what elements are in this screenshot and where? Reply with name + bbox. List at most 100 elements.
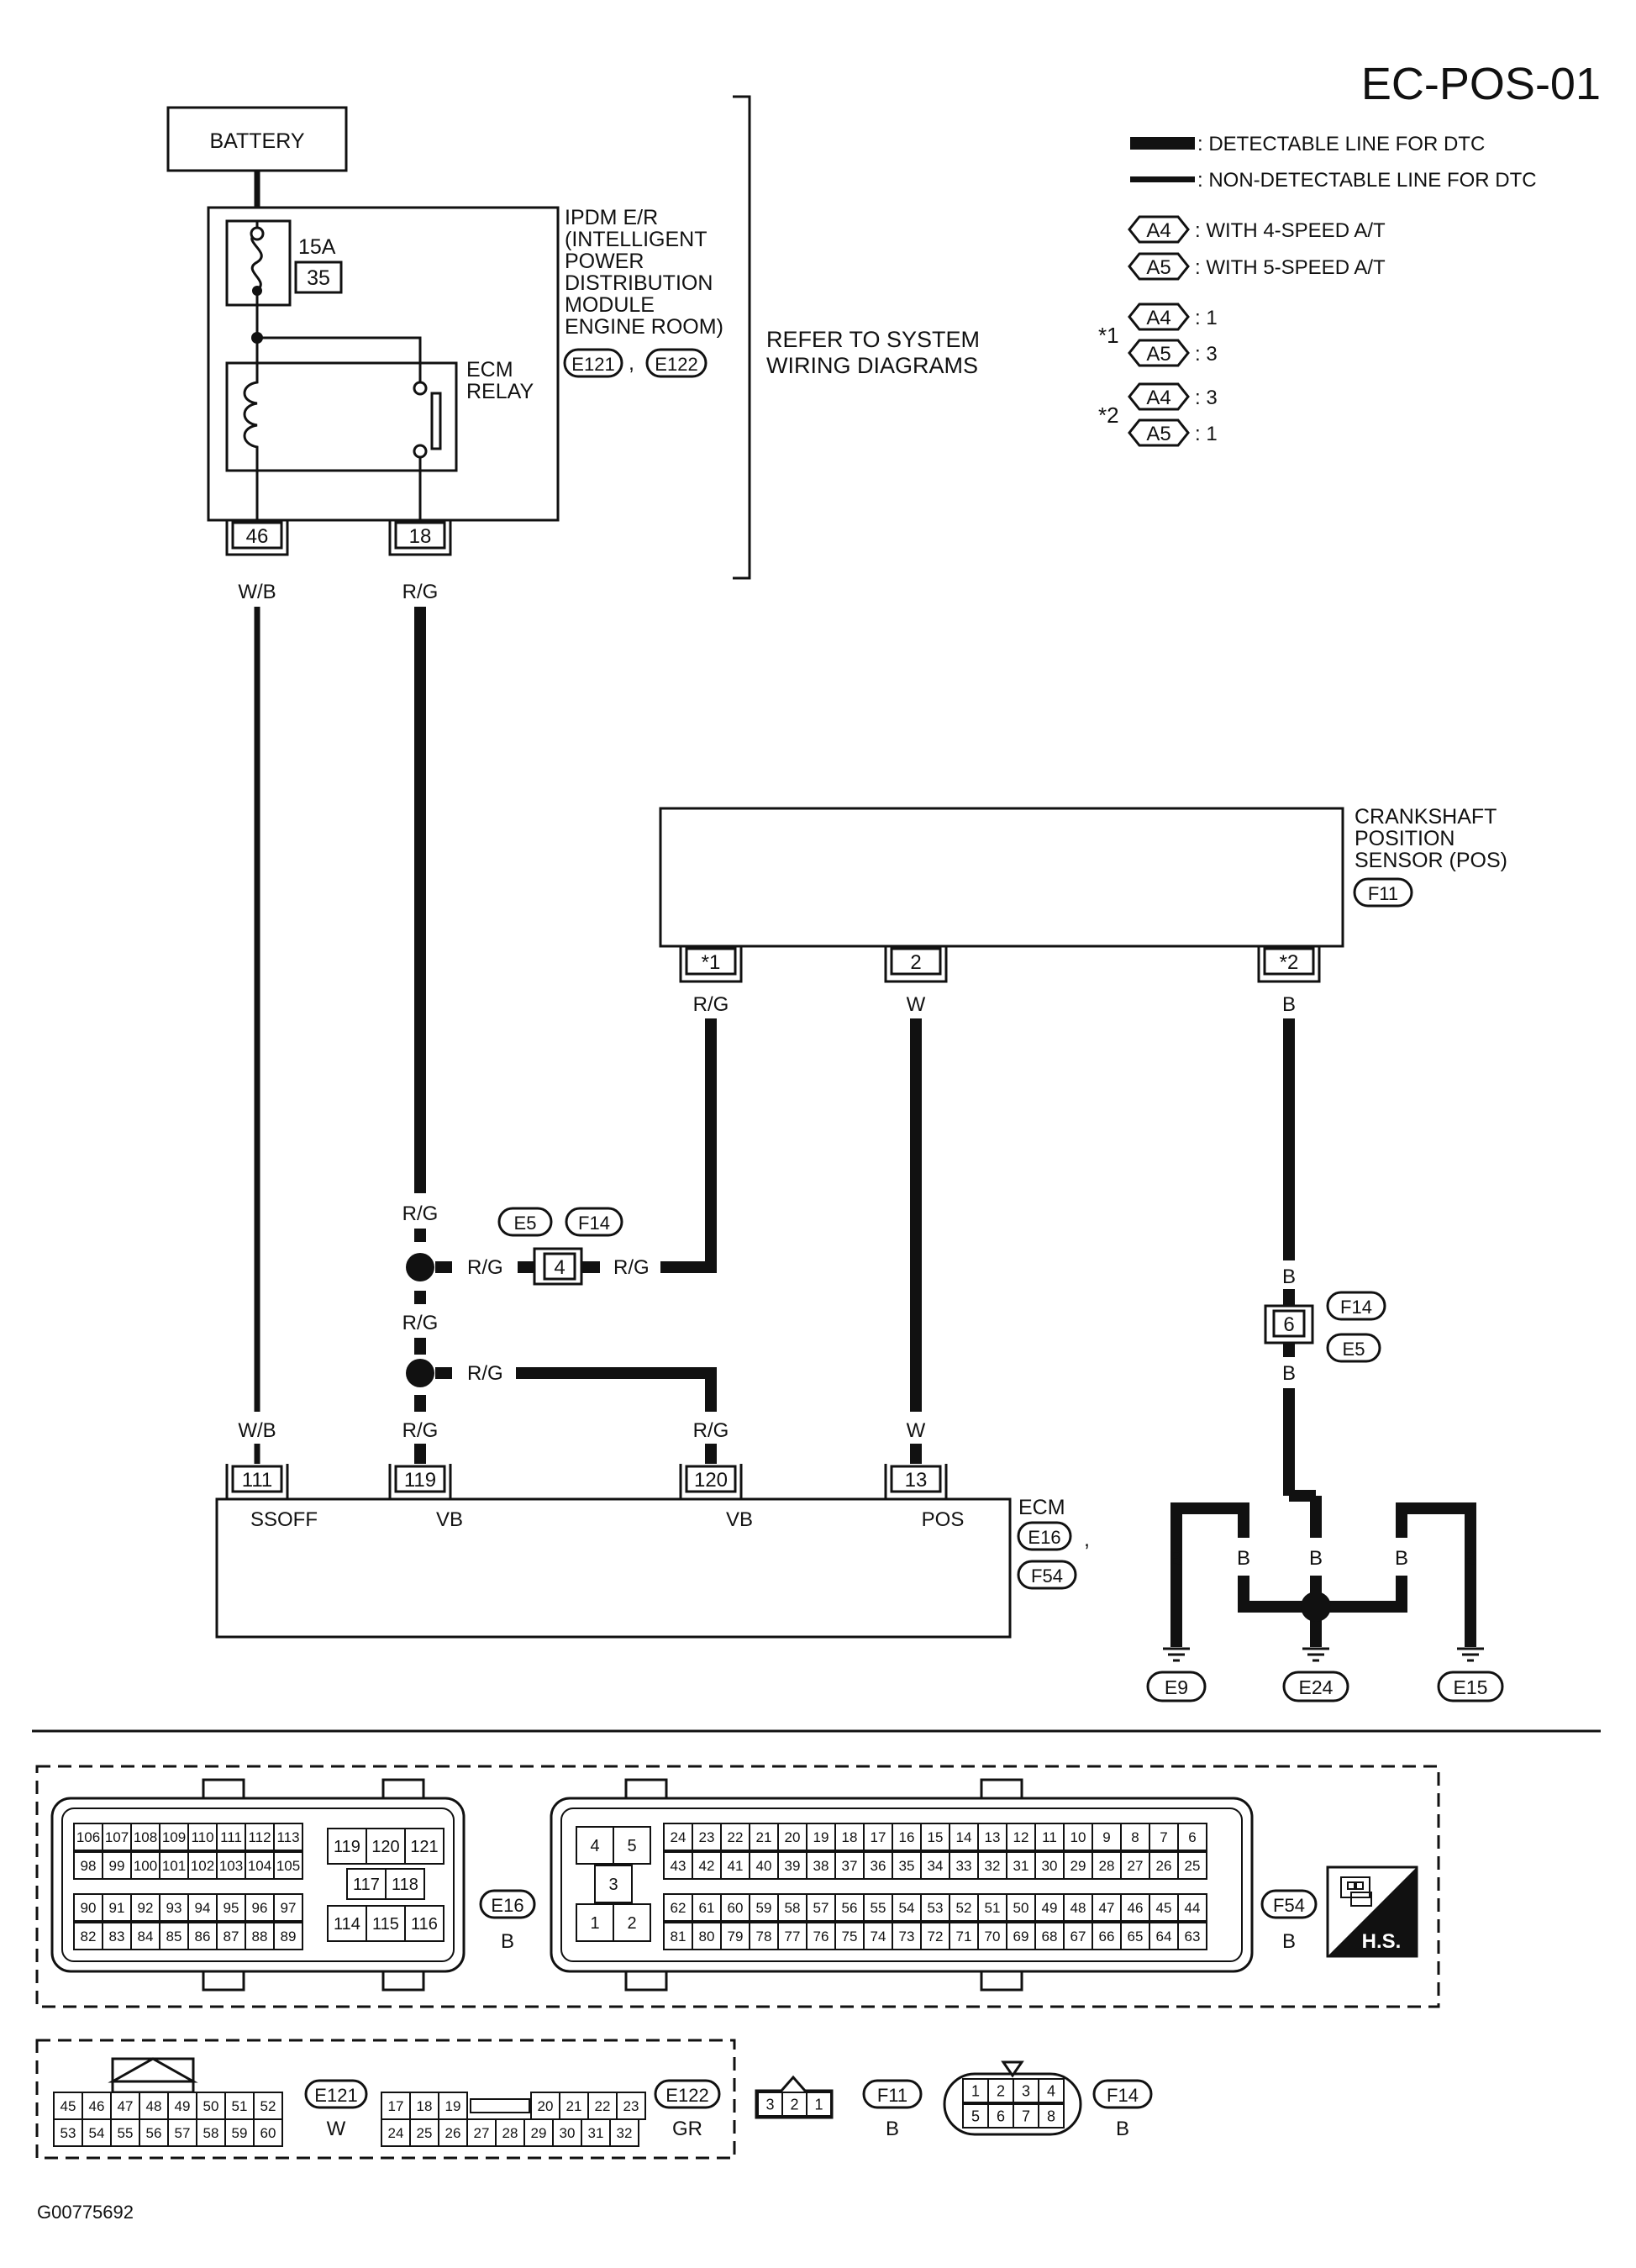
f54-pin: 41 — [728, 1858, 744, 1874]
e16-pin: 83 — [109, 1929, 125, 1944]
f54-pin: 20 — [785, 1829, 801, 1845]
ground-splice — [1301, 1592, 1331, 1622]
e16-color: B — [501, 1930, 514, 1953]
e122-pin: 23 — [623, 2098, 639, 2114]
e122-pin: 29 — [531, 2125, 547, 2141]
hex-a4-badge — [1128, 303, 1190, 331]
e16-pin: 117 — [353, 1876, 380, 1894]
e122-color: GR — [672, 2118, 702, 2140]
e16-pin: 115 — [372, 1915, 399, 1934]
e122-pin-cell — [409, 2118, 439, 2147]
f54-pin: 77 — [785, 1929, 801, 1944]
e121-pin-cell — [196, 2118, 226, 2147]
f54-pin: 2 — [627, 1914, 636, 1933]
e122-pin-cell — [609, 2118, 639, 2147]
e16-pin: 119 — [334, 1838, 360, 1856]
wire-label-w-bottom: W — [907, 1419, 926, 1442]
f54-pin-cell — [594, 1865, 633, 1903]
e16-pin: 91 — [109, 1900, 125, 1916]
e16-pin: 90 — [81, 1900, 97, 1916]
e122-pin: 26 — [445, 2125, 461, 2141]
f54-pin: 50 — [1013, 1900, 1029, 1916]
f54-pin-cell — [613, 1826, 651, 1865]
footer-code: G00775692 — [37, 2202, 134, 2223]
e121-pin: 48 — [146, 2098, 162, 2114]
wire-label-wb-top: W/B — [238, 581, 276, 603]
e16-tab-top-1 — [202, 1778, 245, 1802]
wire-label-b-low: B — [1282, 1362, 1296, 1385]
e16-pin-cell — [159, 1922, 189, 1950]
f14-pin: 2 — [997, 2082, 1005, 2099]
e122-pin: 30 — [560, 2125, 576, 2141]
e122-pin-cell — [495, 2118, 525, 2147]
non-detectable-line-sample — [1130, 176, 1195, 182]
f54-pin-cell — [977, 1893, 1007, 1922]
hex-a5-badge — [1128, 339, 1190, 367]
f54-pin-cell — [1034, 1893, 1065, 1922]
ecm-connector-2: F54 — [1031, 1565, 1063, 1587]
f54-pin: 26 — [1156, 1858, 1172, 1874]
e16-pin: 93 — [166, 1900, 182, 1916]
wire-label-b-g5: B — [1464, 1547, 1477, 1570]
f54-pin-cell — [749, 1922, 779, 1950]
e16-pin-cell — [404, 1905, 445, 1942]
f54-pin-cell — [720, 1823, 750, 1851]
fuse-number-box — [294, 260, 343, 294]
svg-text:111: 111 — [242, 1469, 272, 1492]
refer-line1: REFER TO SYSTEM — [766, 327, 980, 352]
legend-a5-code: A5 — [1146, 256, 1170, 279]
ipdm-name-line5: MODULE — [565, 293, 655, 317]
e16-pin: 120 — [371, 1838, 399, 1856]
f54-pin: 30 — [1042, 1858, 1058, 1874]
e16-pin: 97 — [281, 1900, 297, 1916]
f54-pin-cell — [576, 1903, 614, 1942]
f54-pin: 22 — [728, 1829, 744, 1845]
e16-pin: 111 — [220, 1829, 242, 1845]
e16-pin: 118 — [392, 1876, 418, 1894]
e16-pin: 88 — [252, 1929, 268, 1944]
ground-symbol-icon — [1302, 1647, 1329, 1662]
f54-pin: 3 — [608, 1876, 618, 1894]
svg-text:120: 120 — [694, 1469, 728, 1492]
e122-pin: 24 — [388, 2125, 404, 2141]
f54-pin-cell — [1092, 1851, 1122, 1880]
f54-pin: 10 — [1071, 1829, 1086, 1845]
wire-rg-branch-ecm: R/G R/G — [435, 1362, 729, 1464]
svg-text:13: 13 — [905, 1469, 928, 1492]
joint-connector-pin-box — [543, 1252, 576, 1281]
e121-pin-cell — [53, 2092, 83, 2120]
e16-pin: 107 — [105, 1829, 129, 1845]
joint-code-2: F14 — [578, 1213, 610, 1234]
f54-pin: 1 — [590, 1914, 599, 1933]
f54-pin: 67 — [1071, 1929, 1086, 1944]
f54-pin: 16 — [899, 1829, 915, 1845]
wire-label-rg-top: R/G — [402, 581, 439, 603]
f54-pin: 49 — [1042, 1900, 1058, 1916]
splice-1 — [406, 1253, 434, 1281]
f54-pin: 52 — [956, 1900, 972, 1916]
e121-pin: 53 — [60, 2125, 76, 2141]
ecm-name: ECM — [1018, 1496, 1065, 1519]
f54-pin: 6 — [1188, 1829, 1196, 1845]
legend-star2-a4: : 3 — [1195, 387, 1218, 409]
f54-pin: 14 — [956, 1829, 972, 1845]
e16-inner — [61, 1808, 455, 1962]
wire-label-rg-ecm120: R/G — [693, 1419, 729, 1442]
f54-pin: 58 — [785, 1900, 801, 1916]
f54-pin-cell — [1149, 1823, 1179, 1851]
connector-badge — [654, 2079, 721, 2109]
e16-pin: 109 — [162, 1829, 186, 1845]
e16-pin-cell — [245, 1823, 275, 1851]
connector-face-panel-1 — [35, 1765, 1440, 2008]
f54-pin-cell — [863, 1922, 893, 1950]
f54-pin: 35 — [899, 1858, 915, 1874]
legend-a4-code: A4 — [1146, 219, 1170, 242]
f54-pin: 78 — [756, 1929, 772, 1944]
f14-pin: 1 — [971, 2082, 980, 2099]
f54-pin: 27 — [1128, 1858, 1144, 1874]
e16-pin-cell — [245, 1922, 275, 1950]
e16-pin: 99 — [109, 1858, 125, 1874]
